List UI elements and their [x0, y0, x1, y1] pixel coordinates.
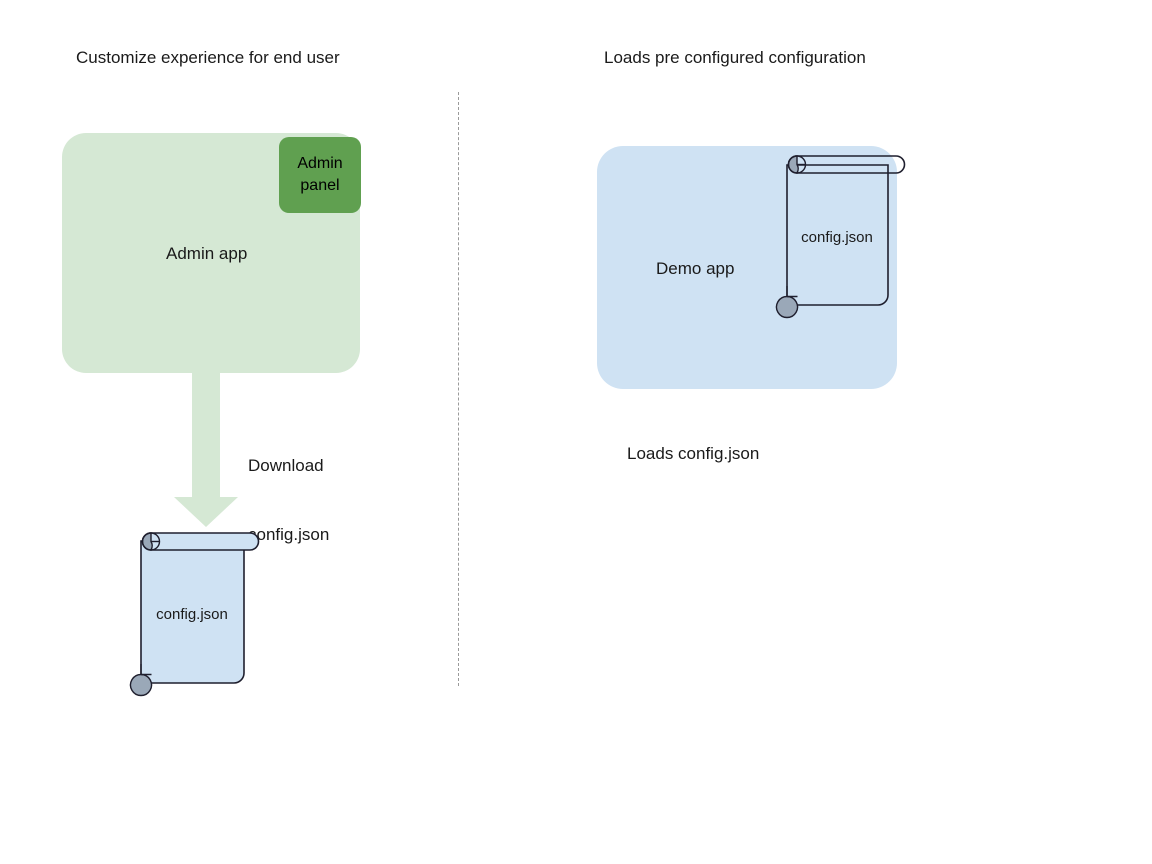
download-arrow: [174, 360, 238, 527]
admin-app-label: Admin app: [166, 244, 248, 263]
download-edge-label-line1: Download: [248, 455, 324, 475]
left-column-title: Customize experience for end user: [76, 48, 340, 67]
admin-panel-label: Admin panel: [297, 153, 342, 196]
admin-panel-label-line2: panel: [300, 177, 340, 194]
loads-config-caption: Loads config.json: [627, 444, 760, 463]
right-document-label: config.json: [801, 229, 873, 246]
config-json-document-right[interactable]: config.json: [775, 155, 906, 319]
download-edge-label: Download config.json: [248, 409, 329, 593]
left-document-label: config.json: [156, 606, 228, 623]
demo-app-container[interactable]: Demo app: [597, 146, 897, 389]
admin-panel-button[interactable]: Admin panel: [279, 137, 361, 213]
download-edge-label-line2: config.json: [248, 524, 330, 544]
config-json-document-left[interactable]: config.json: [129, 532, 260, 697]
right-column-title: Loads pre configured configuration: [604, 48, 866, 67]
column-divider: [458, 92, 459, 686]
demo-app-label: Demo app: [656, 259, 735, 278]
admin-panel-label-line1: Admin: [297, 155, 343, 173]
